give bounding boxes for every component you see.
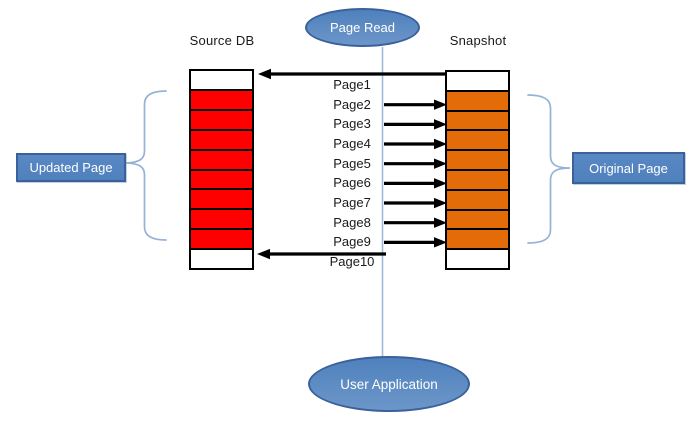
page-cell-red (191, 108, 252, 129)
arrow-page8 (384, 217, 447, 228)
page-cell-orange (447, 109, 508, 130)
page-cell-white (447, 72, 508, 90)
page-cell-red (191, 228, 252, 249)
page-read-ellipse: Page Read (305, 8, 420, 47)
snapshot-label: Snapshot (449, 33, 507, 48)
arrow-page5 (384, 158, 447, 169)
page-cell-orange (447, 89, 508, 110)
page-read-text: Page Read (329, 20, 396, 35)
page-cell-orange (447, 188, 508, 209)
page-label: Page6 (333, 175, 371, 191)
updated-page-text: Updated Page (29, 160, 113, 175)
original-page-text: Original Page (589, 160, 668, 176)
user-application-text: User Application (340, 376, 438, 392)
page-cell-white (191, 71, 252, 89)
page-arrows (257, 68, 447, 260)
arrow-page1 (258, 68, 445, 80)
snapshot-column (445, 70, 510, 270)
page-cell-red (191, 148, 252, 169)
page-label: Page4 (333, 136, 371, 151)
source-db-label: Source DB (189, 33, 255, 48)
page-label: Page2 (333, 96, 371, 112)
page-label: Page10 (329, 254, 375, 270)
page-label: Page5 (333, 155, 371, 171)
right-brace (527, 94, 571, 244)
page-cell-white (447, 248, 508, 268)
page-cell-white (191, 248, 252, 269)
left-brace (123, 90, 167, 241)
page-cell-orange (447, 208, 508, 229)
arrow-page10 (257, 248, 386, 260)
page-cell-red (191, 208, 252, 229)
page-cell-red (191, 128, 252, 149)
arrow-page2 (384, 99, 447, 110)
page-label: Page9 (333, 234, 371, 250)
arrow-page4 (384, 138, 447, 150)
page-cell-orange (447, 149, 508, 169)
arrow-page3 (384, 119, 447, 130)
page-label: Page1 (333, 77, 371, 92)
page-cell-red (191, 188, 252, 209)
page-label: Page7 (333, 195, 371, 211)
page-cell-red (191, 88, 252, 109)
page-cell-red (191, 168, 252, 189)
page-label: Page8 (333, 214, 371, 230)
page-cell-orange (447, 129, 508, 150)
arrow-page6 (384, 178, 447, 189)
original-page-callout: Original Page (572, 152, 685, 184)
user-application-ellipse: User Application (308, 356, 470, 412)
page-label: Page3 (333, 116, 371, 132)
updated-page-callout: Updated Page (16, 153, 126, 182)
arrow-page9 (384, 237, 447, 248)
arrow-page7 (384, 197, 447, 209)
page-cell-orange (447, 168, 508, 189)
source-db-column (189, 69, 254, 270)
page-cell-orange (447, 228, 508, 249)
